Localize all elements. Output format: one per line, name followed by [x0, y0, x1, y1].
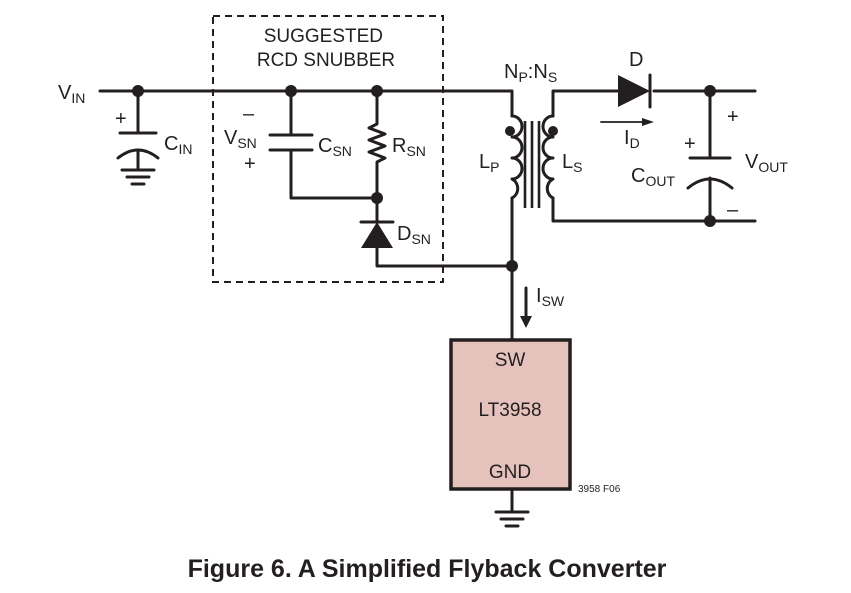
vin-rail	[98, 89, 514, 118]
polarity-dot-secondary	[548, 126, 558, 136]
diode-label: D	[629, 49, 643, 71]
primary-coil	[510, 114, 524, 200]
junction-dot	[371, 192, 383, 204]
vout-minus: –	[727, 199, 739, 221]
id-arrow-head	[642, 118, 654, 126]
output-diode-icon	[618, 75, 650, 107]
secondary-bottom-wire	[551, 196, 757, 223]
vout-label: VOUT	[745, 151, 788, 175]
vout-plus: +	[727, 106, 739, 128]
chip-pin-gnd: GND	[489, 462, 531, 483]
rsn-label: RSN	[392, 135, 426, 159]
cin-plus: +	[115, 108, 127, 130]
secondary-coil	[541, 114, 555, 200]
junction-dot	[371, 85, 383, 97]
vsn-plus: +	[244, 153, 256, 175]
cin-label: CIN	[164, 133, 192, 157]
svg-text:SUGGESTED RCD SNUBBER: SUGGESTED RCD SNUBBER	[257, 26, 395, 71]
figure-caption: Figure 6. A Simplified Flyback Converter	[188, 555, 667, 583]
junction-dot	[132, 85, 144, 97]
vsn-minus: –	[243, 103, 255, 125]
dsn-diode-icon	[361, 222, 393, 248]
cout-plus: +	[684, 133, 696, 155]
snubber-title-line2: RCD SNUBBER	[257, 50, 395, 71]
isw-label: ISW	[536, 285, 565, 309]
turns-ratio-label: NP:NS	[504, 61, 557, 85]
chip-name: LT3958	[478, 400, 541, 421]
dsn-label: DSN	[397, 223, 431, 247]
junction-dot	[506, 260, 518, 272]
secondary-top-wire	[551, 89, 620, 118]
lp-label: LP	[479, 151, 499, 175]
figure-code: 3958 F06	[578, 484, 621, 495]
cout-label: COUT	[631, 165, 675, 189]
snubber-title-line1: SUGGESTED	[264, 26, 383, 47]
csn-label: CSN	[318, 135, 352, 159]
chip-pin-sw: SW	[495, 350, 526, 371]
chip-ground-icon	[494, 510, 530, 528]
csn-wire-bottom	[289, 148, 379, 200]
id-label: ID	[624, 127, 640, 151]
junction-dot	[704, 215, 716, 227]
junction-dot	[704, 85, 716, 97]
dsn-wire-bottom	[375, 246, 514, 268]
junction-dot	[285, 85, 297, 97]
snubber-box	[212, 15, 444, 283]
cin-ground-icon	[120, 168, 156, 186]
vsn-label: VSN	[224, 127, 257, 151]
rsn-resistor	[367, 89, 387, 200]
ls-label: LS	[562, 151, 582, 175]
lt3958-chip	[449, 338, 572, 491]
isw-arrow-head	[520, 316, 532, 328]
vin-label: VIN	[58, 82, 85, 106]
polarity-dot-primary	[505, 126, 515, 136]
